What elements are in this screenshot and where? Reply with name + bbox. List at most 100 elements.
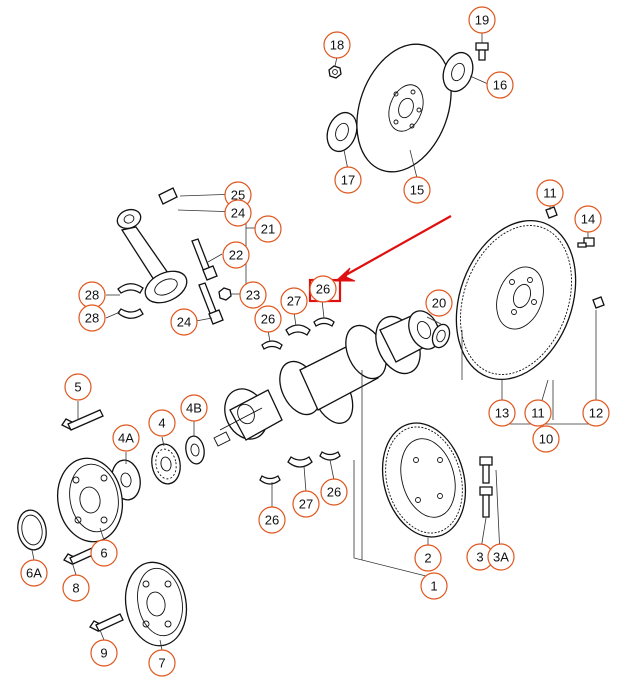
seal-6a xyxy=(17,509,47,551)
conrod-nut-23 xyxy=(218,287,232,301)
callout-4a[interactable]: 4A xyxy=(112,424,140,452)
callout-11-bottom[interactable]: 11 xyxy=(524,399,552,427)
callout-label: 9 xyxy=(100,646,107,661)
bolt-19 xyxy=(475,42,489,61)
bolt-3 xyxy=(479,486,493,518)
callout-label: 27 xyxy=(299,497,313,512)
callout-label: 27 xyxy=(287,294,301,309)
callout-12[interactable]: 12 xyxy=(582,399,610,427)
callout-label: 1 xyxy=(430,579,437,594)
callout-label: 25 xyxy=(231,188,245,203)
callout-14[interactable]: 14 xyxy=(574,205,602,233)
callout-label: 2 xyxy=(424,551,431,566)
callout-label: 26 xyxy=(327,485,341,500)
dowel-12 xyxy=(592,296,605,309)
callout-3a[interactable]: 3A xyxy=(487,543,515,571)
conrod-bolt-24 xyxy=(198,282,224,325)
callout-28-top[interactable]: 28 xyxy=(78,281,106,309)
callout-24-bottom[interactable]: 24 xyxy=(170,308,198,336)
callout-label: 18 xyxy=(330,38,344,53)
bushing-25 xyxy=(158,187,178,205)
callout-27-bottom[interactable]: 27 xyxy=(292,490,320,518)
callout-label: 7 xyxy=(158,656,165,671)
callout-label: 5 xyxy=(74,380,81,395)
callout-label: 21 xyxy=(261,222,275,237)
callout-26-bottom-right[interactable]: 26 xyxy=(320,478,348,506)
callout-label: 17 xyxy=(341,173,355,188)
callout-label: 11 xyxy=(531,406,545,421)
callout-21[interactable]: 21 xyxy=(254,215,282,243)
callout-24-top[interactable]: 24 xyxy=(224,199,252,227)
callout-4[interactable]: 4 xyxy=(148,409,176,437)
callout-label: 16 xyxy=(493,78,507,93)
callout-label: 13 xyxy=(495,406,509,421)
callout-label: 4 xyxy=(158,416,165,431)
bolt-5 xyxy=(61,409,104,431)
callout-label: 20 xyxy=(432,296,446,311)
callout-16[interactable]: 16 xyxy=(486,71,514,99)
callout-label: 26 xyxy=(261,312,275,327)
main-bearing-shells-upper xyxy=(261,317,335,350)
callout-label: 22 xyxy=(229,248,243,263)
bolt-8 xyxy=(63,547,96,565)
callout-label: 11 xyxy=(543,186,557,201)
bolt-14 xyxy=(577,237,595,248)
callout-27-top[interactable]: 27 xyxy=(280,287,308,315)
main-bearing-shells-lower xyxy=(259,451,341,485)
callout-label: 3 xyxy=(476,550,483,565)
callout-22[interactable]: 22 xyxy=(222,241,250,269)
callout-8[interactable]: 8 xyxy=(62,574,90,602)
callout-11-top[interactable]: 11 xyxy=(536,179,564,207)
callout-label: 14 xyxy=(581,212,595,227)
callout-label: 4B xyxy=(186,401,202,416)
crank-gear-4 xyxy=(151,443,181,485)
callout-19[interactable]: 19 xyxy=(468,6,496,34)
pulley-6 xyxy=(57,457,123,543)
spacer-4b xyxy=(185,435,205,465)
callout-2[interactable]: 2 xyxy=(414,544,442,572)
callout-13[interactable]: 13 xyxy=(488,399,516,427)
bolt-3a xyxy=(479,456,493,484)
bolt-9 xyxy=(89,613,124,632)
callout-label: 6 xyxy=(100,546,107,561)
callout-6a[interactable]: 6A xyxy=(20,559,48,587)
washer-plate-16 xyxy=(442,51,474,93)
callout-label: 24 xyxy=(177,315,191,330)
ring-gear-2 xyxy=(381,422,467,538)
crankshaft xyxy=(213,310,440,447)
callout-26-left[interactable]: 26 xyxy=(254,305,282,333)
bearing-shells-28 xyxy=(117,283,144,319)
connecting-rod-21 xyxy=(116,208,188,304)
callout-label: 4A xyxy=(118,431,134,446)
callout-label: 15 xyxy=(410,183,424,198)
flywheel-10 xyxy=(455,219,577,381)
callout-7[interactable]: 7 xyxy=(148,649,176,677)
callout-label: 6A xyxy=(26,566,42,581)
callout-17[interactable]: 17 xyxy=(334,166,362,194)
callout-label: 23 xyxy=(246,288,260,303)
callout-label: 12 xyxy=(589,406,603,421)
callout-1[interactable]: 1 xyxy=(420,572,448,600)
callout-28-bottom[interactable]: 28 xyxy=(78,304,106,332)
washer-plate-17 xyxy=(326,111,358,153)
highlight-arrow xyxy=(334,215,452,282)
callout-23[interactable]: 23 xyxy=(239,281,267,309)
callout-label: 3A xyxy=(493,550,509,565)
callout-26-highlighted[interactable]: 26 xyxy=(309,275,337,303)
callout-10[interactable]: 10 xyxy=(532,425,560,453)
needle-bearing-20 xyxy=(431,323,451,349)
callout-6[interactable]: 6 xyxy=(90,539,118,567)
callout-20[interactable]: 20 xyxy=(425,289,453,317)
callout-label: 24 xyxy=(231,206,245,221)
callout-15[interactable]: 15 xyxy=(403,176,431,204)
callout-9[interactable]: 9 xyxy=(90,639,118,667)
callout-4b[interactable]: 4B xyxy=(180,394,208,422)
callout-5[interactable]: 5 xyxy=(64,373,92,401)
callout-26-bottom-left[interactable]: 26 xyxy=(258,506,286,534)
callout-label: 26 xyxy=(316,282,330,297)
callout-label: 26 xyxy=(265,513,279,528)
callout-label: 28 xyxy=(85,311,99,326)
callout-18[interactable]: 18 xyxy=(323,31,351,59)
conrod-bolt-22 xyxy=(191,238,218,281)
